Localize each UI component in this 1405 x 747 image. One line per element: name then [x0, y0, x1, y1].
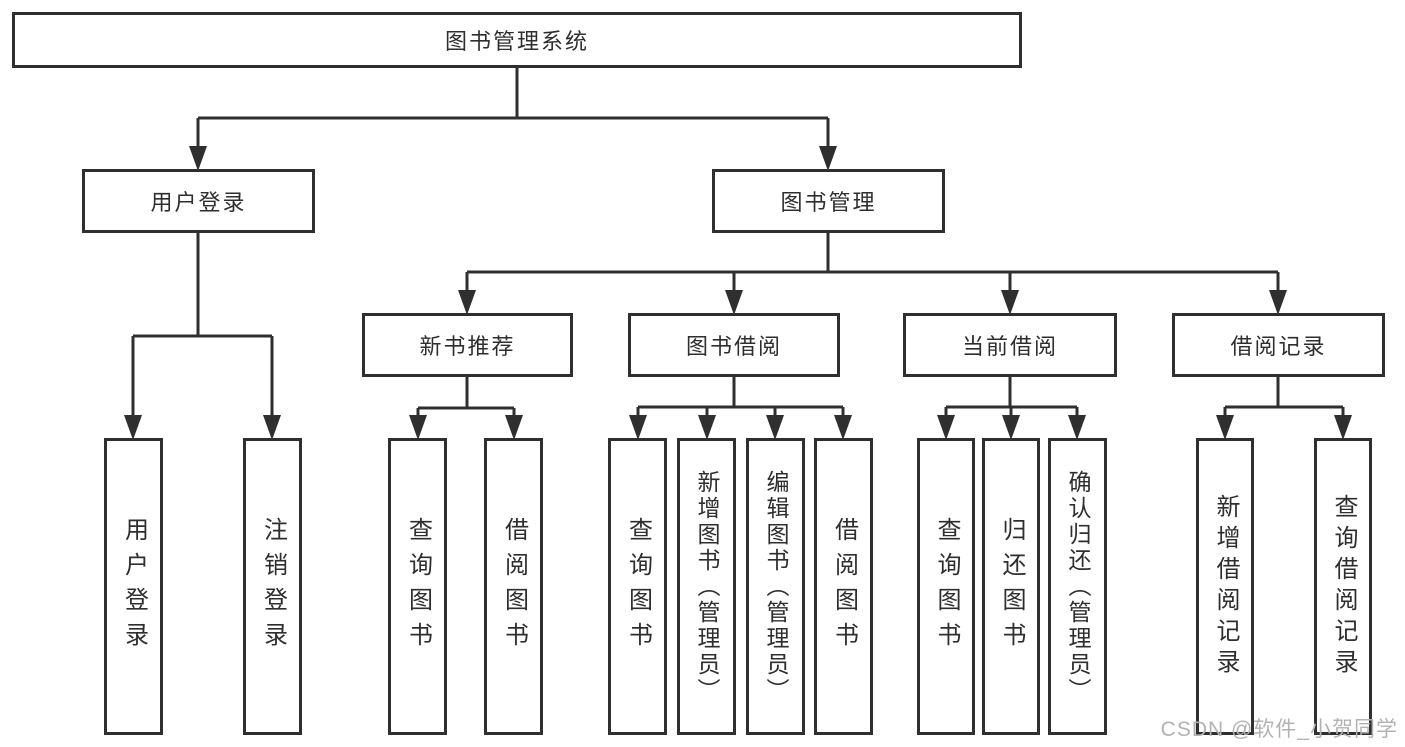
leaf-current-confirm-return-admin-label: 确认归还（管理员）: [1065, 469, 1091, 704]
node-current-borrowing: 当前借阅: [903, 313, 1117, 377]
node-root: 图书管理系统: [12, 12, 1022, 68]
leaf-borrowing-query-books: 查询图书: [608, 438, 667, 735]
csdn-watermark: CSDN @软件_小贺同学: [1160, 718, 1398, 741]
leaf-borrowing-borrow-books: 借阅图书: [814, 438, 873, 735]
leaf-current-query-books-label: 查询图书: [933, 516, 960, 657]
node-book-management: 图书管理: [712, 169, 945, 233]
leaf-recommend-borrow-books: 借阅图书: [484, 438, 543, 735]
node-new-book-recommendation: 新书推荐: [362, 313, 573, 377]
leaf-borrowing-borrow-books-label: 借阅图书: [830, 516, 858, 657]
node-user-login: 用户登录: [82, 169, 315, 233]
node-root-label: 图书管理系统: [444, 29, 589, 54]
node-borrowing-records-label: 借阅记录: [1230, 334, 1327, 359]
leaf-user-login: 用户登录: [104, 438, 163, 735]
leaf-current-confirm-return-admin: 确认归还（管理员）: [1048, 438, 1107, 735]
leaf-records-query-record: 查询借阅记录: [1314, 438, 1372, 735]
leaf-records-query-record-label: 查询借阅记录: [1330, 493, 1357, 680]
leaf-logout-login: 注销登录: [243, 438, 302, 735]
leaf-logout-login-label: 注销登录: [259, 516, 287, 657]
leaf-current-return-books: 归还图书: [982, 438, 1040, 735]
leaf-records-add-record-label: 新增借阅记录: [1212, 493, 1239, 680]
leaf-recommend-borrow-books-label: 借阅图书: [500, 516, 528, 657]
leaf-user-login-label: 用户登录: [120, 516, 148, 657]
leaf-recommend-query-books-label: 查询图书: [404, 516, 432, 657]
node-borrowing-records: 借阅记录: [1172, 313, 1385, 377]
node-book-borrowing-label: 图书借阅: [685, 334, 782, 359]
node-book-borrowing: 图书借阅: [628, 313, 840, 377]
leaf-borrowing-edit-books-admin: 编辑图书（管理员）: [746, 438, 805, 735]
leaf-recommend-query-books: 查询图书: [388, 438, 447, 735]
leaf-borrowing-add-books-admin: 新增图书（管理员）: [677, 438, 736, 735]
node-book-management-label: 图书管理: [780, 190, 877, 215]
leaf-records-add-record: 新增借阅记录: [1196, 438, 1254, 735]
leaf-borrowing-query-books-label: 查询图书: [624, 516, 652, 657]
node-current-borrowing-label: 当前借阅: [961, 334, 1058, 359]
leaf-current-query-books: 查询图书: [917, 438, 975, 735]
node-user-login-label: 用户登录: [150, 190, 247, 215]
node-new-book-recommendation-label: 新书推荐: [419, 334, 516, 359]
leaf-borrowing-edit-books-admin-label: 编辑图书（管理员）: [763, 469, 789, 704]
leaf-current-return-books-label: 归还图书: [998, 516, 1025, 657]
leaf-borrowing-add-books-admin-label: 新增图书（管理员）: [694, 469, 720, 704]
